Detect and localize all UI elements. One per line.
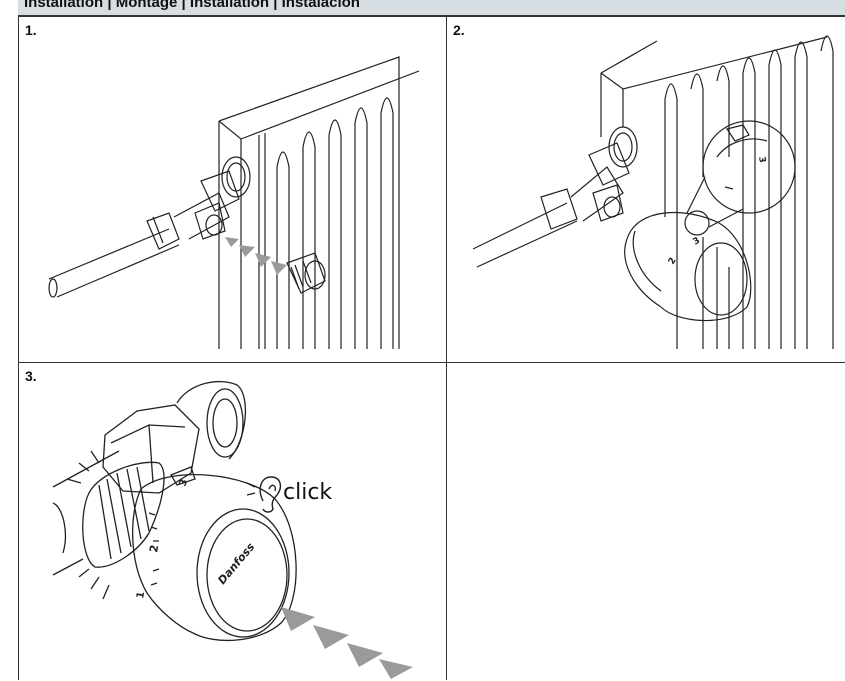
step-1-panel: 1. bbox=[18, 16, 447, 363]
installation-steps-grid: 1. bbox=[18, 16, 845, 680]
step-1-number: 1. bbox=[25, 22, 37, 38]
svg-text:3: 3 bbox=[177, 478, 190, 488]
svg-text:2: 2 bbox=[147, 544, 161, 554]
click-label: click bbox=[283, 480, 333, 505]
step-1-illustration bbox=[48, 56, 420, 349]
direction-arrows bbox=[281, 607, 413, 679]
svg-text:Danfoss: Danfoss bbox=[215, 540, 257, 587]
svg-text:1: 1 bbox=[135, 591, 147, 600]
step-2-illustration: 3 2 3 bbox=[472, 35, 834, 349]
step-3-panel: 3. bbox=[18, 362, 447, 680]
svg-text:2: 2 bbox=[667, 256, 679, 266]
step-3-illustration: 2 3 1 Danfoss bbox=[52, 381, 413, 679]
empty-panel bbox=[446, 362, 845, 680]
step-3-number: 3. bbox=[25, 368, 37, 384]
section-title: Installation | Montage | Installation | … bbox=[24, 0, 360, 11]
step-2-number: 2. bbox=[453, 22, 465, 38]
direction-arrows bbox=[225, 237, 287, 275]
svg-text:3: 3 bbox=[692, 236, 702, 248]
section-header: Installation | Montage | Installation | … bbox=[18, 0, 845, 16]
svg-text:3: 3 bbox=[756, 156, 767, 164]
step-2-panel: 2. bbox=[446, 16, 845, 363]
ear-icon bbox=[246, 476, 282, 513]
